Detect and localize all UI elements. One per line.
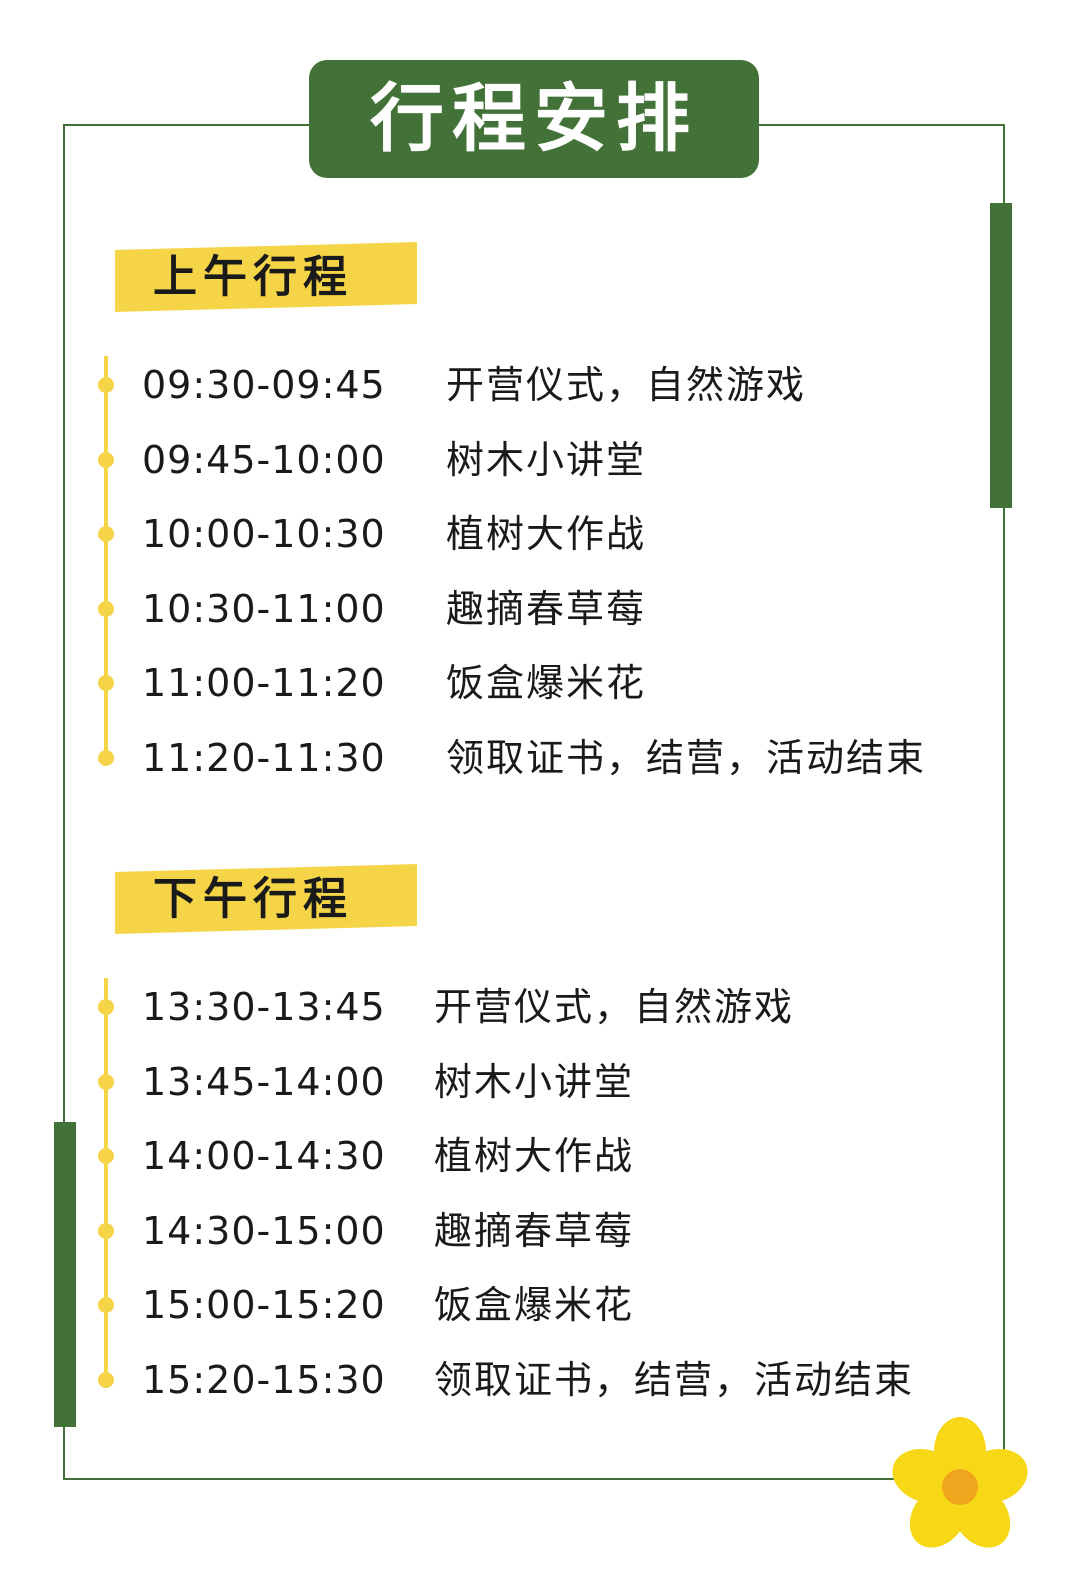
schedule-time: 10:30-11:00: [142, 586, 386, 631]
schedule-time: 10:00-10:30: [142, 512, 386, 556]
timeline-dot: [98, 675, 114, 691]
afternoon-section-label: 下午行程: [115, 864, 417, 934]
schedule-time: 09:30-09:45: [142, 363, 386, 407]
schedule-activity: 植树大作战: [434, 1134, 635, 1178]
timeline-dot: [98, 1073, 114, 1090]
afternoon-timeline-line: [104, 978, 108, 1386]
schedule-activity: 树木小讲堂: [446, 437, 647, 482]
afternoon-section-title: 下午行程: [153, 873, 353, 925]
morning-timeline-line: [104, 356, 108, 764]
schedule-activity: 领取证书，结营，活动结束: [434, 1357, 915, 1402]
schedule-activity: 趣摘春草莓: [446, 586, 647, 631]
morning-section-title: 上午行程: [153, 251, 353, 303]
timeline-dot: [98, 377, 114, 393]
title-banner: 行程安排: [309, 60, 759, 178]
timeline-dot: [98, 999, 114, 1015]
schedule-time: 15:00-15:20: [142, 1283, 386, 1327]
left-accent-bar: [54, 1122, 76, 1427]
schedule-time: 13:45-14:00: [142, 1059, 386, 1104]
schedule-frame: [63, 124, 1005, 1480]
schedule-time: 11:20-11:30: [142, 735, 386, 780]
schedule-time: 14:00-14:30: [142, 1134, 386, 1178]
schedule-time: 14:30-15:00: [142, 1208, 386, 1253]
timeline-dot: [98, 1297, 114, 1313]
timeline-dot: [98, 1371, 114, 1388]
schedule-time: 09:45-10:00: [142, 437, 386, 482]
flower-icon: [892, 1417, 1028, 1548]
schedule-activity: 饭盒爆米花: [446, 661, 647, 705]
schedule-activity: 开营仪式，自然游戏: [434, 985, 795, 1029]
timeline-dot: [98, 1148, 114, 1164]
schedule-time: 13:30-13:45: [142, 985, 386, 1029]
schedule-time: 15:20-15:30: [142, 1357, 386, 1402]
schedule-time: 11:00-11:20: [142, 661, 386, 705]
morning-section-label: 上午行程: [115, 242, 417, 312]
timeline-dot: [98, 451, 114, 468]
right-accent-bar: [990, 203, 1012, 508]
schedule-activity: 开营仪式，自然游戏: [446, 363, 807, 407]
schedule-activity: 领取证书，结营，活动结束: [446, 735, 927, 780]
timeline-dot: [98, 749, 114, 766]
schedule-activity: 树木小讲堂: [434, 1059, 635, 1104]
page-title: 行程安排: [370, 76, 698, 162]
schedule-activity: 饭盒爆米花: [434, 1283, 635, 1327]
schedule-activity: 植树大作战: [446, 512, 647, 556]
schedule-activity: 趣摘春草莓: [434, 1208, 635, 1253]
timeline-dot: [98, 600, 114, 617]
timeline-dot: [98, 1222, 114, 1239]
timeline-dot: [98, 526, 114, 542]
